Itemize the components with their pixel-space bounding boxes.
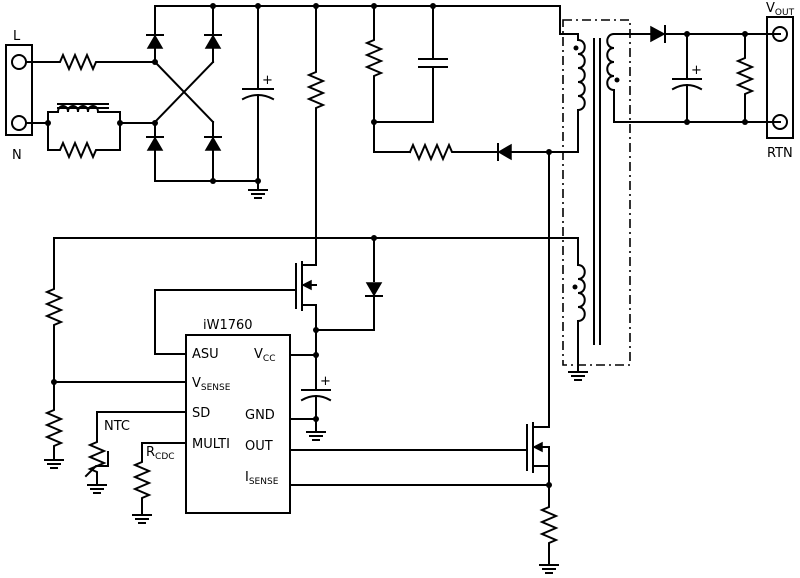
- ic-name: iW1760: [203, 318, 253, 333]
- output-terminal-block: [766, 16, 794, 139]
- svg-text:+: +: [320, 374, 331, 389]
- startup-resistor: [306, 5, 326, 266]
- pin-vcc: VCC: [254, 347, 275, 364]
- output-resistor: [735, 33, 755, 123]
- pin-isense: ISENSE: [245, 470, 279, 487]
- label-line-terminal: L: [13, 29, 21, 44]
- snubber-network: [364, 5, 552, 162]
- ntc-thermistor: [84, 411, 187, 494]
- bridge-rectifier: [146, 5, 259, 184]
- startup-mosfet: [154, 261, 319, 356]
- transformer: [548, 19, 641, 381]
- output-capacitor: +: [671, 33, 703, 123]
- input-terminal-block: [5, 44, 33, 136]
- label-vout: VOUT: [766, 1, 795, 18]
- input-choke: [25, 103, 156, 160]
- input-resistor-line: [25, 52, 156, 72]
- svg-text:+: +: [691, 63, 702, 78]
- output-rectifier: [629, 25, 781, 125]
- pin-sd: SD: [192, 406, 210, 421]
- pin-multi: MULTI: [192, 437, 230, 452]
- label-rcdc: RCDC: [146, 445, 175, 462]
- controller-ic: [185, 334, 291, 514]
- pin-gnd: GND: [245, 408, 275, 423]
- label-ntc: NTC: [104, 419, 130, 434]
- pin-asu: ASU: [192, 347, 219, 362]
- pin-vsense: VSENSE: [192, 376, 231, 393]
- rcdc-resistor: [132, 442, 187, 524]
- label-rtn: RTN: [767, 146, 793, 161]
- bulk-capacitor: +: [241, 5, 275, 199]
- main-mosfet: [289, 151, 559, 574]
- pin-out: OUT: [245, 439, 273, 454]
- vcc-capacitor: +: [289, 352, 332, 441]
- label-neutral-terminal: N: [12, 148, 22, 163]
- svg-text:+: +: [262, 73, 273, 88]
- vsense-divider: [44, 237, 187, 469]
- vcc-diode: [315, 237, 383, 331]
